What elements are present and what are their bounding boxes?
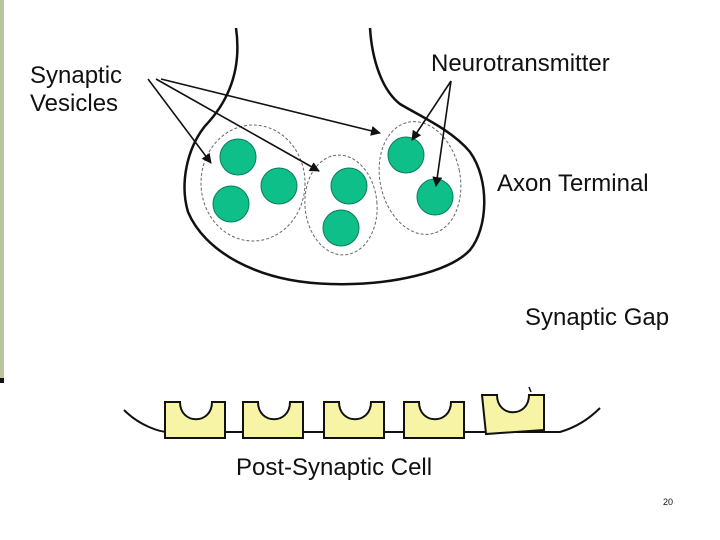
post-synaptic-cell-label: Post-Synaptic Cell [236, 454, 433, 481]
receptor [323, 401, 385, 439]
receptor [403, 401, 465, 439]
synaptic-vesicles-label-line1: Synaptic [30, 62, 123, 89]
neurotransmitter-label: Neurotransmitter [431, 50, 610, 77]
synaptic-gap-label: Synaptic Gap [525, 304, 670, 331]
neurotransmitter-arrow [432, 80, 452, 187]
neurotransmitter-molecule [260, 167, 298, 205]
slide-left-tick [0, 378, 4, 383]
neurotransmitter-molecule [387, 136, 425, 174]
vesicle-arrow [147, 78, 212, 164]
axon-terminal-outline [183, 27, 486, 286]
neurotransmitter-molecule [322, 209, 360, 247]
neurotransmitter-molecule [212, 185, 250, 223]
synaptic-vesicles-label-line2: Vesicles [30, 90, 119, 117]
slide-left-bar [0, 0, 4, 382]
neurotransmitter-molecule [330, 167, 368, 205]
synaptic-vesicle [200, 124, 306, 242]
vesicle-arrow [155, 78, 320, 172]
receptor-tip [528, 386, 532, 393]
synaptic-vesicles-label: Synaptic Vesicles [30, 62, 122, 118]
neurotransmitter-molecule [416, 178, 454, 216]
axon-terminal-label: Axon Terminal [497, 170, 649, 197]
neurotransmitter-molecule [219, 138, 257, 176]
receptor [480, 394, 545, 436]
synaptic-vesicle [304, 154, 378, 256]
receptor [242, 401, 304, 439]
vesicle-arrow [160, 78, 381, 136]
synaptic-vesicle [378, 121, 462, 235]
neurotransmitter-arrow [411, 80, 452, 141]
page-number: 20 [663, 497, 674, 507]
receptor [164, 401, 226, 439]
